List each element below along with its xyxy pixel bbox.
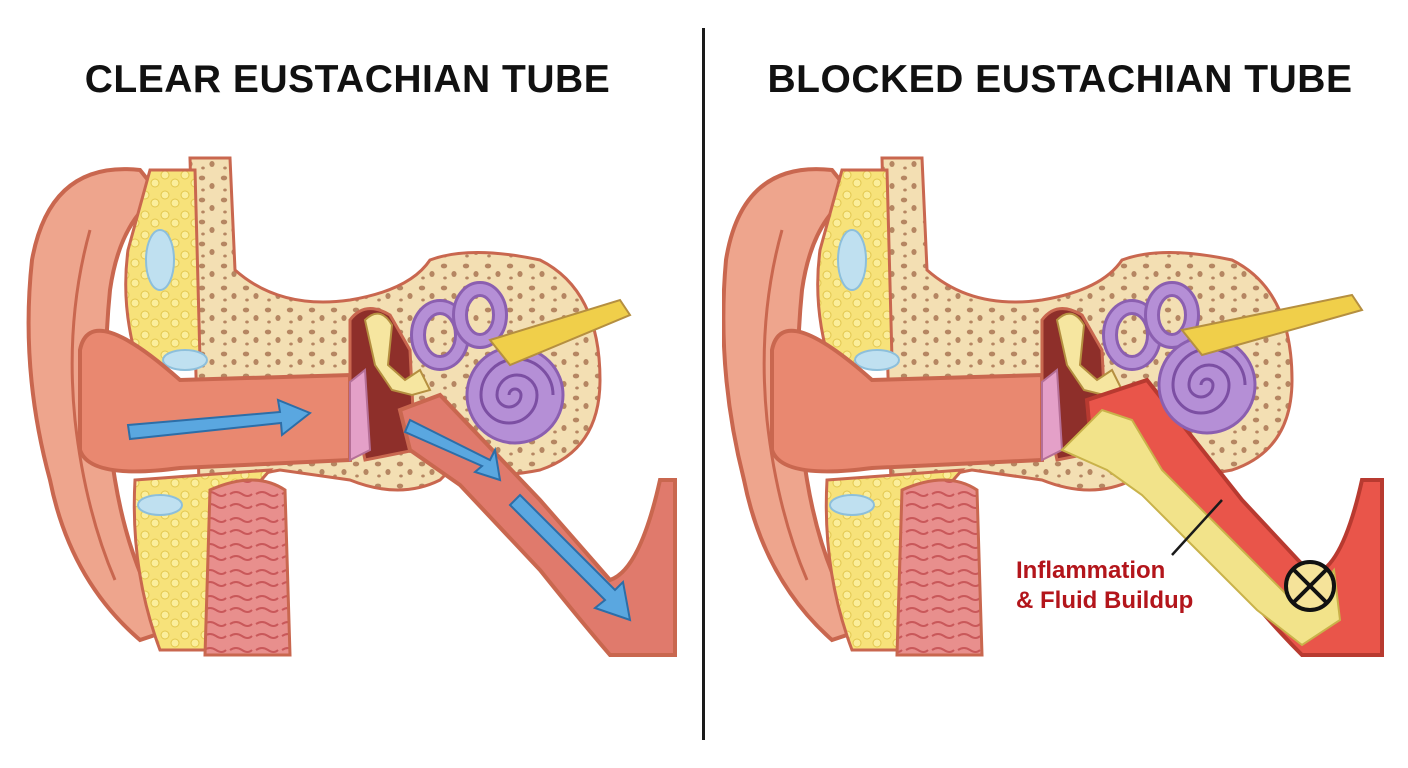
inner-ear bbox=[1102, 281, 1257, 435]
panel-title-blocked: BLOCKED EUSTACHIAN TUBE bbox=[767, 58, 1353, 101]
circle-x-icon bbox=[1284, 560, 1336, 612]
panel-title-clear: CLEAR EUSTACHIAN TUBE bbox=[84, 58, 611, 101]
inflammation-callout: Inflammation & Fluid Buildup bbox=[1016, 556, 1193, 616]
ear-diagram-clear bbox=[26, 156, 677, 657]
airflow-arrows bbox=[126, 398, 632, 622]
fluid-buildup bbox=[1060, 408, 1342, 647]
ossicles bbox=[363, 312, 432, 397]
callout-line-1: Inflammation bbox=[1016, 557, 1166, 584]
ear-diagram-blocked bbox=[722, 156, 1384, 657]
inner-ear bbox=[410, 281, 565, 445]
eardrum bbox=[349, 368, 372, 462]
panel-divider bbox=[702, 28, 705, 740]
jaw-muscle bbox=[203, 478, 292, 657]
blue-arrow-icon bbox=[403, 418, 502, 482]
blue-arrow-icon bbox=[126, 398, 312, 441]
callout-line-2: & Fluid Buildup bbox=[1016, 587, 1194, 614]
auditory-nerve bbox=[1180, 293, 1364, 357]
blue-arrow-icon bbox=[508, 493, 632, 622]
jaw-muscle bbox=[895, 478, 984, 657]
auditory-nerve bbox=[488, 298, 632, 367]
callout-leader-line bbox=[1171, 499, 1223, 556]
